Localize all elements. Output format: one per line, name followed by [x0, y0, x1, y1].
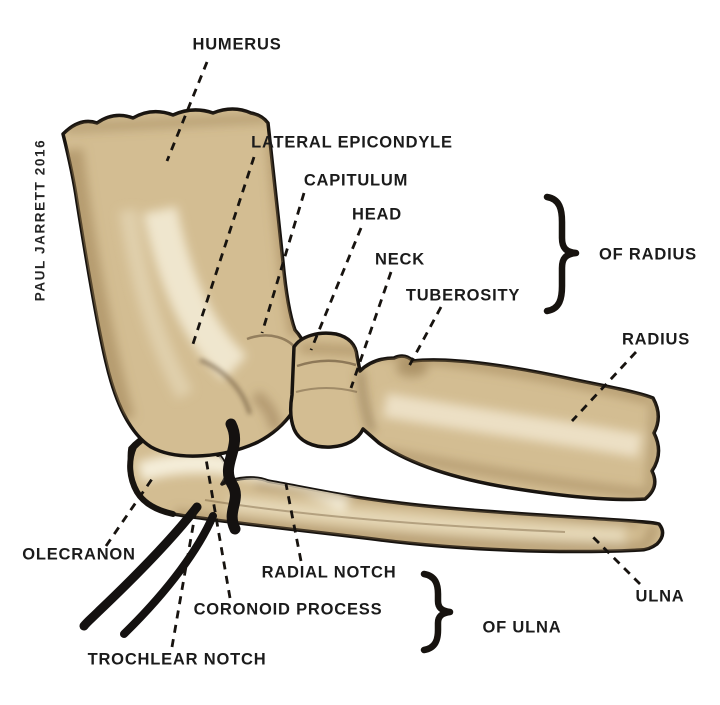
- ulna-crease: [204, 499, 566, 533]
- label-ulna: ULNA: [635, 587, 685, 606]
- radius-shading: [295, 343, 659, 499]
- humerus-bone: [61, 107, 311, 458]
- radius-bone: [288, 331, 661, 502]
- joint-squiggle-stroke: [222, 418, 241, 535]
- leader-ulna: [591, 535, 641, 585]
- leader-trochlear-notch: [170, 508, 198, 648]
- joint-long-stroke-2: [120, 512, 217, 638]
- leader-coronoid-process: [204, 458, 232, 599]
- leader-tuberosity: [405, 306, 443, 371]
- label-head: HEAD: [352, 205, 402, 224]
- group-braces: [420, 193, 580, 654]
- leader-radial-notch: [284, 483, 303, 562]
- leader-humerus: [165, 61, 209, 162]
- label-neck: NECK: [375, 250, 425, 269]
- leader-head: [309, 227, 363, 351]
- leader-radius: [570, 351, 638, 422]
- joint-ink-strokes: [79, 418, 241, 638]
- label-of-ulna: OF ULNA: [482, 618, 562, 637]
- label-radial-notch: RADIAL NOTCH: [261, 563, 397, 582]
- of-ulna-brace: [420, 570, 454, 654]
- leader-lines: [104, 61, 641, 648]
- label-coronoid-process: CORONOID PROCESS: [193, 600, 383, 619]
- label-lateral-epicondyle: LATERAL EPICONDYLE: [251, 133, 453, 152]
- of-radius-brace: [543, 193, 580, 315]
- label-tuberosity: TUBEROSITY: [405, 286, 521, 305]
- label-radius: RADIUS: [621, 330, 691, 349]
- label-olecranon: OLECRANON: [22, 545, 136, 564]
- joint-long-stroke-1: [79, 502, 202, 631]
- label-humerus: HUMERUS: [192, 35, 282, 54]
- label-capitulum: CAPITULUM: [303, 171, 409, 190]
- leader-capitulum: [260, 192, 306, 334]
- leader-neck: [349, 271, 393, 389]
- label-trochlear-notch: TROCHLEAR NOTCH: [87, 650, 267, 669]
- label-of-radius: OF RADIUS: [599, 245, 697, 264]
- leader-lateral-epicondyle: [190, 156, 256, 348]
- artist-signature: PAUL JARRETT 2016: [32, 138, 48, 302]
